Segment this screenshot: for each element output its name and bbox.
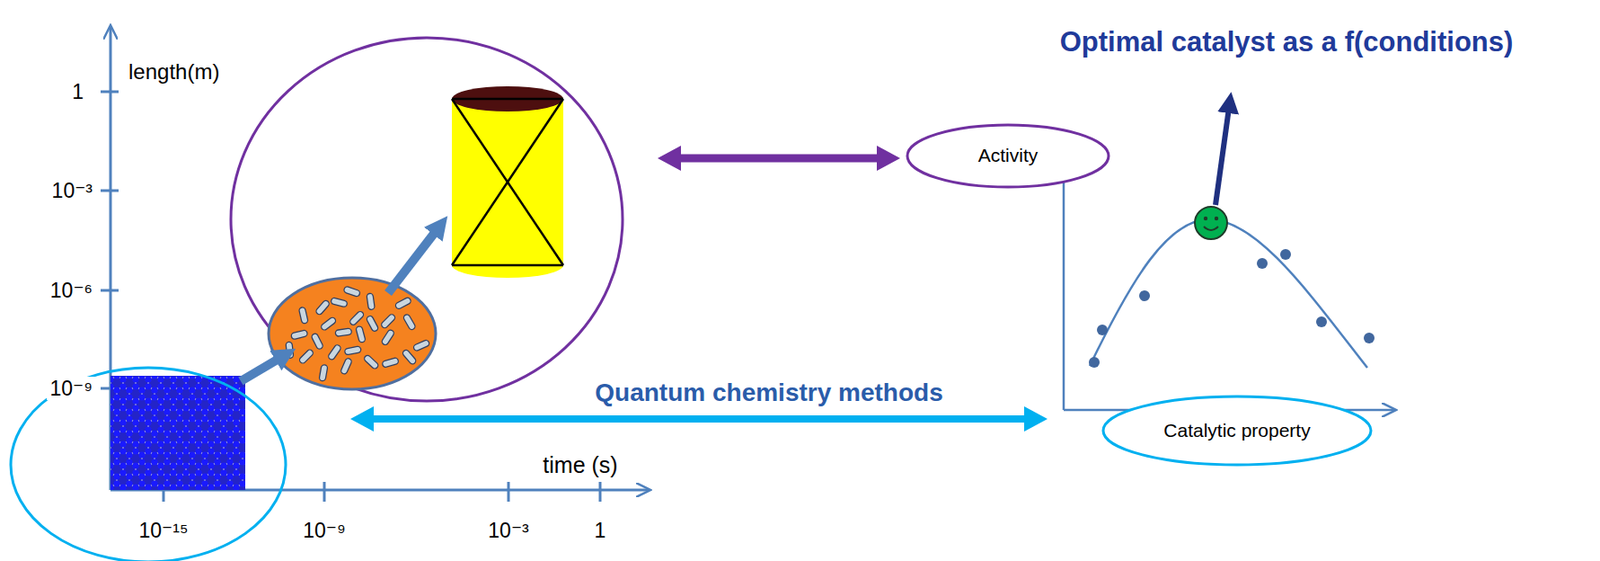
axis-label: 10⁻⁶ (47, 278, 96, 302)
axis-label: 10⁻⁹ (46, 376, 96, 400)
scale-arrow (388, 229, 437, 293)
pellet (298, 306, 309, 324)
axis-label: 10⁻³ (485, 518, 531, 542)
ellipse-node: Catalytic property (1101, 394, 1373, 467)
cyan-double-arrow (368, 415, 1030, 423)
pellet (381, 356, 399, 368)
axis-label: time (s) (539, 451, 620, 478)
node-text: Catalytic property (1163, 419, 1310, 442)
pellet (319, 316, 337, 331)
catalyst-pellet-bed (268, 277, 436, 389)
pellet (330, 297, 348, 308)
quantum-scale-ellipse (10, 367, 286, 561)
pellet (366, 292, 375, 310)
pellet (355, 325, 366, 343)
volcano-curve (1089, 219, 1368, 368)
optimum-smiley (1194, 206, 1228, 239)
pellet (340, 357, 354, 375)
axis-label: 1 (592, 518, 610, 542)
pellet (380, 312, 397, 329)
pellet (343, 285, 361, 297)
pellet (335, 327, 353, 336)
ellipse-shape (1103, 396, 1371, 465)
pellet (380, 328, 396, 346)
pellet (285, 341, 294, 359)
pellet (318, 363, 328, 381)
pellet (401, 348, 417, 365)
axis-label: 1 (69, 79, 87, 104)
axis-label: 10⁻³ (49, 178, 96, 203)
ellipse-node: Activity (905, 123, 1111, 189)
pellet (402, 313, 416, 331)
pellet (412, 338, 430, 352)
scale-arrow (240, 357, 281, 381)
pellet (348, 309, 365, 327)
graphene-sheet (110, 375, 246, 490)
pellet (394, 296, 412, 310)
pellet (365, 314, 380, 332)
data-points (1088, 248, 1375, 368)
node-text: Activity (978, 144, 1039, 167)
callout-text: Optimal catalyst as a f(conditions) (1057, 26, 1517, 59)
pellet (298, 348, 315, 365)
axis-label: length(m) (125, 59, 222, 85)
pellet (291, 329, 309, 340)
reactor-scale-ellipse (230, 37, 623, 401)
optimum-arrow (1215, 107, 1229, 205)
callout-text: Quantum chemistry methods (592, 378, 946, 407)
ellipse-shape (907, 124, 1109, 187)
pellet (315, 299, 331, 316)
axis-label: 10⁻⁹ (300, 518, 349, 542)
left-axes (100, 26, 649, 502)
pellet (362, 353, 380, 370)
purple-double-arrow (675, 154, 883, 163)
volcano-axes (1063, 140, 1395, 410)
axis-label: 10⁻¹⁵ (136, 518, 192, 542)
pellet (310, 332, 324, 350)
pellet (327, 343, 342, 361)
pellet (344, 345, 362, 355)
reactor-cylinder (451, 86, 564, 278)
pellets (285, 285, 431, 381)
